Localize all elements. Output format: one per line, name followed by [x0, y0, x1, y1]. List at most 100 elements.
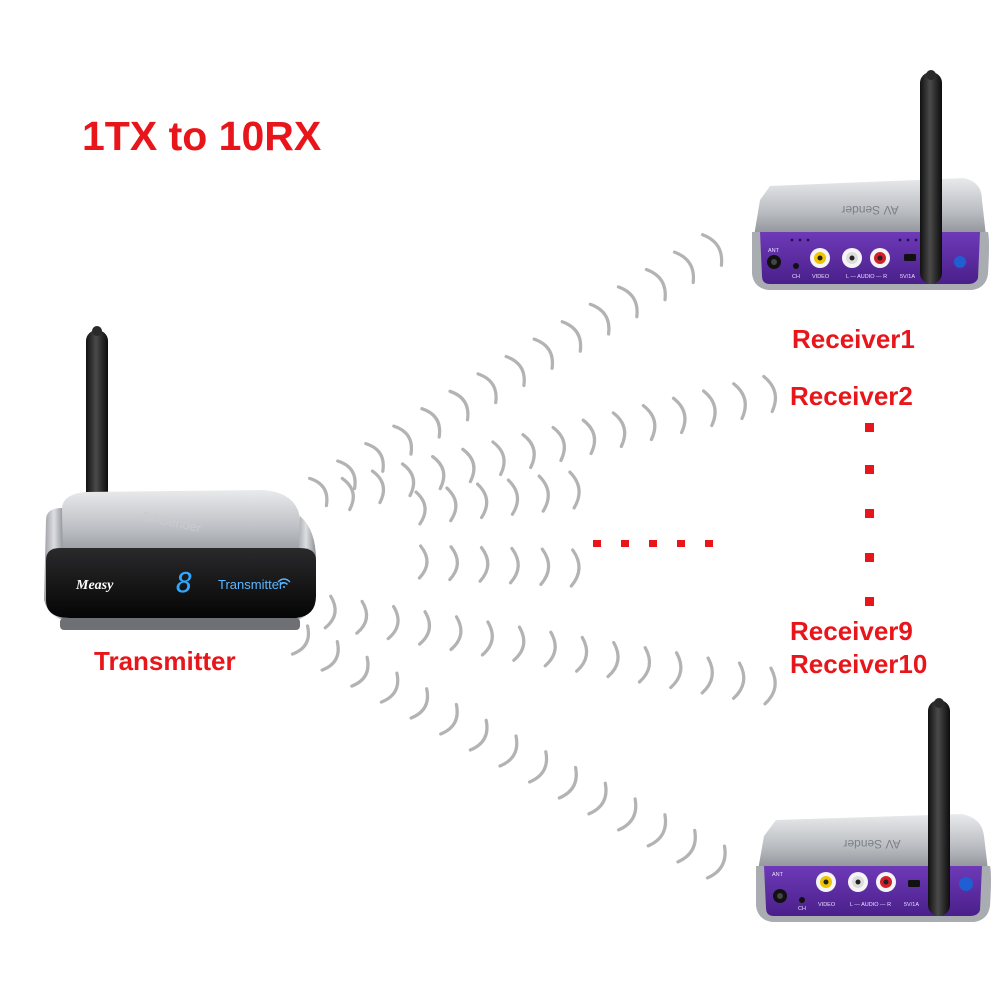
signal-wave-arc: [308, 476, 329, 508]
signal-wave-arc: [539, 547, 551, 586]
signal-wave-arc: [700, 656, 714, 695]
ellipsis-dots-vertical: [865, 423, 874, 606]
receiver-device-bottom: AV Sender ANT CH VIDEO L — AUDIO — R 5V/…: [756, 698, 991, 922]
receiver-port-label: CH: [792, 274, 800, 280]
signal-wave-arc: [587, 781, 608, 816]
signal-wave-arc: [588, 302, 611, 336]
signal-wave-arc: [557, 765, 578, 800]
signal-wave-arc: [672, 250, 696, 285]
signal-wave-arc: [431, 455, 446, 491]
wifi-icon: [277, 578, 291, 588]
signal-wave-arc: [448, 545, 459, 582]
signal-wave-arc: [646, 813, 668, 848]
signal-wave-arc: [521, 433, 536, 470]
signal-wave-arc: [569, 548, 581, 588]
signal-wave-arc: [420, 407, 442, 439]
signal-wave-arc: [606, 640, 620, 679]
signal-wave-arc: [512, 625, 526, 662]
signal-wave-arc: [409, 687, 430, 720]
transmitter-panel-text: Transmitter: [218, 577, 284, 592]
signal-wave-arc: [340, 476, 355, 512]
receiver-top-text: AV Sender: [843, 837, 900, 851]
receiver-top-text: AV Sender: [841, 203, 898, 217]
signal-wave-arc: [568, 470, 581, 510]
signal-wave-arc: [575, 635, 589, 673]
signal-wave-arc: [644, 267, 667, 302]
signal-wave-arc: [705, 844, 727, 880]
receiver-port-label: VIDEO: [818, 902, 836, 908]
signal-wave-arc: [445, 486, 458, 523]
signal-wave-arc: [669, 651, 683, 690]
signal-wave-arc: [449, 615, 463, 652]
receiver-label-1: Receiver1: [792, 324, 915, 354]
receiver-port-label: L — AUDIO — R: [846, 274, 887, 280]
signal-wave-arc: [528, 750, 549, 784]
receiver-port-label: ANT: [772, 872, 784, 878]
signal-wave-arc: [364, 442, 385, 473]
signal-wave-arc: [336, 459, 357, 491]
signal-wave-arc: [476, 482, 489, 520]
signal-wave-arc: [671, 396, 687, 435]
signal-wave-arc: [392, 424, 414, 456]
signal-wave-arc: [461, 447, 476, 484]
ellipsis-dots-horizontal: [593, 540, 713, 547]
transmitter-device: AV Sender Measy 8 Transmitter: [44, 326, 316, 630]
receiver-port-label: 5V/1A: [900, 274, 915, 280]
signal-wave-arc: [732, 661, 746, 700]
signal-wave-arc: [417, 544, 429, 580]
signal-wave-arc: [676, 828, 697, 864]
receiver-antenna: [928, 700, 950, 916]
signal-wave-arc: [506, 478, 520, 516]
signal-wave-arc: [386, 604, 400, 641]
signal-wave-arc: [611, 411, 627, 449]
signal-wave-arc: [543, 630, 557, 668]
diagram-title: 1TX to 10RX: [82, 113, 322, 159]
receiver-port-label: ANT: [768, 248, 780, 254]
signal-wave-arc: [560, 320, 583, 353]
signal-wave-arc: [414, 490, 427, 526]
signal-wave-arc: [448, 389, 470, 422]
signal-wave-arc: [504, 354, 526, 388]
signal-wave-arc: [637, 646, 652, 684]
signal-wave-arc: [476, 372, 498, 405]
receiver-device-top: AV Sender ANT CH VIDEO L — AUDIO — R 5V/…: [752, 70, 989, 290]
signal-wave-arc: [491, 440, 506, 477]
signal-wave-arc: [439, 702, 459, 736]
receiver-label-2: Receiver2: [790, 381, 913, 411]
receiver-port-label: L — AUDIO — R: [850, 902, 891, 908]
signal-wave-arc: [581, 418, 597, 456]
signal-wave-arc: [468, 718, 489, 752]
signal-wave-arc: [350, 655, 370, 688]
transmitter-antenna: [86, 330, 108, 508]
signal-wave-arc: [498, 734, 519, 768]
signal-wave-arc: [355, 599, 369, 635]
transmitter-label: Transmitter: [94, 646, 236, 676]
signal-wave-arc: [701, 233, 724, 267]
signal-wave-arc: [532, 337, 555, 370]
signal-wave-arc: [702, 389, 717, 428]
signal-wave-arc: [370, 469, 386, 505]
signal-wave-arc: [641, 404, 657, 442]
signal-wave-arc: [320, 640, 340, 672]
transmitter-brand-logo: Measy: [75, 578, 114, 593]
signal-wave-arc: [400, 462, 416, 498]
receiver-port-label: VIDEO: [812, 274, 830, 280]
receiver-port-label: 5V/1A: [904, 902, 919, 908]
signal-wave-arc: [480, 620, 494, 657]
receiver-label-10: Receiver10: [790, 649, 928, 679]
signal-wave-arc: [418, 610, 432, 646]
signal-wave-arc: [508, 546, 520, 585]
receiver-label-9: Receiver9: [790, 616, 913, 646]
signal-wave-arc: [323, 594, 337, 630]
receiver-port-label: CH: [798, 906, 806, 912]
channel-display: 8: [176, 566, 193, 599]
signal-wave-arc: [379, 671, 400, 704]
signal-wave-arc: [616, 285, 639, 319]
signal-wave-arc: [551, 425, 566, 463]
signal-wave-arc: [763, 666, 777, 706]
signal-wave-arc: [732, 382, 747, 421]
signal-wave-arc: [617, 797, 638, 832]
signal-wave-arc: [290, 624, 310, 656]
